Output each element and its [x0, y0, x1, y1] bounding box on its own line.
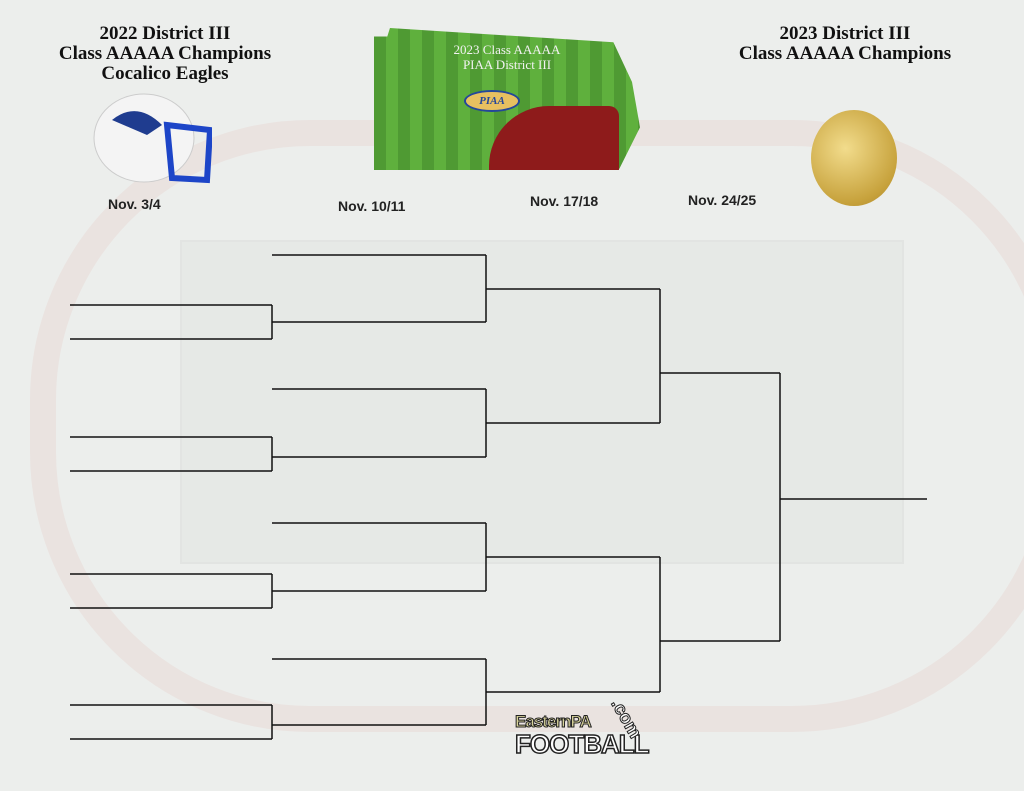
field-background: [180, 240, 904, 564]
round-2-date: Nov. 10/11: [338, 198, 406, 214]
logo-line: FOOTBALL: [514, 729, 650, 759]
medal-icon: [811, 110, 897, 206]
map-title: 2023 Class AAAAA PIAA District III: [374, 42, 640, 72]
title-line: 2022 District III: [99, 23, 231, 44]
pennsylvania-map: 2023 Class AAAAA PIAA District III PIAA: [374, 28, 640, 170]
defending-champion-title: 2022 District III Class AAAAA Champions …: [40, 24, 290, 84]
round-1-date: Nov. 3/4: [108, 196, 161, 212]
logo-line: EasternPA: [515, 712, 593, 732]
helmet-icon: [93, 93, 212, 184]
map-title-line: 2023 Class AAAAA: [453, 42, 561, 57]
easternpa-football-logo: EasternPA FOOTBALL .com: [514, 695, 650, 759]
title-line: Cocalico Eagles: [101, 63, 229, 84]
piaa-logo: PIAA: [464, 90, 520, 112]
round-3-date: Nov. 17/18: [530, 193, 599, 209]
title-line: 2023 District III: [779, 23, 911, 44]
title-line: Class AAAAA Champions: [738, 43, 952, 64]
title-line: Class AAAAA Champions: [58, 43, 272, 64]
round-4-date: Nov. 24/25: [688, 192, 757, 208]
champion-title: 2023 District III Class AAAAA Champions: [720, 24, 970, 64]
map-title-line: PIAA District III: [462, 57, 552, 72]
